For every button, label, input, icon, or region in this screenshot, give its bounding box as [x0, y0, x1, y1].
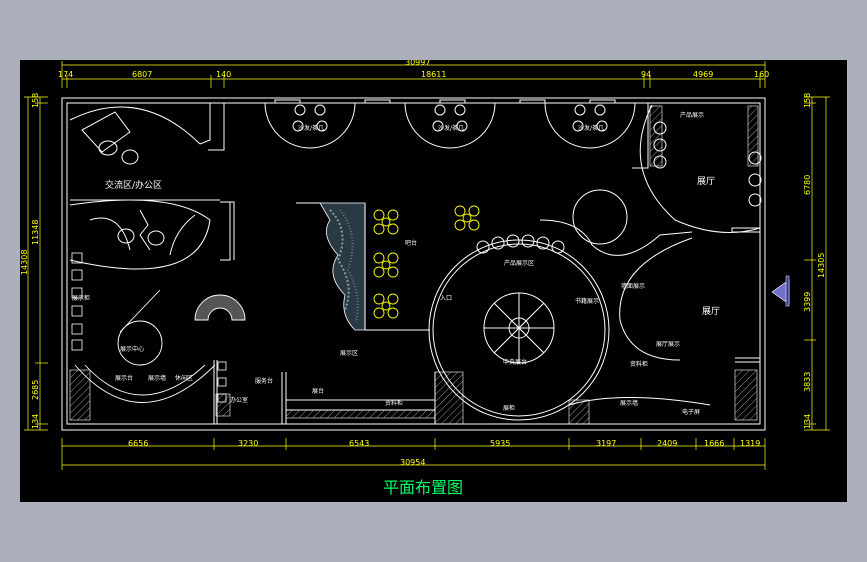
outer-walls — [61, 97, 766, 431]
label-bar: 吧台 — [405, 239, 417, 247]
dim-bottom-3: 6543 — [349, 439, 369, 448]
label-lower-mid: 服务台 — [255, 377, 273, 385]
dim-left-2: 11348 — [31, 220, 40, 245]
label-left-column: 展示柜 — [72, 294, 90, 302]
label-lower-right-2: 电子屏 — [682, 408, 700, 416]
dim-bottom-total: 30954 — [400, 458, 425, 467]
label-entrance: 入口 — [440, 295, 452, 302]
dim-right-4: 3833 — [803, 372, 812, 392]
dim-left-4: 134 — [31, 414, 40, 429]
label-lower-left-3: 休闲区 — [175, 374, 193, 382]
label-sofa-1: 沙发/茶几 — [298, 124, 324, 132]
label-right-hall-display: 展厅展示 — [656, 341, 680, 348]
right-area — [539, 104, 762, 406]
label-meeting-office: 交流区/办公区 — [105, 179, 162, 191]
dim-right-3: 3399 — [803, 292, 812, 312]
label-book-display: 书籍展示 — [575, 297, 599, 305]
dim-bottom-2: 3230 — [238, 439, 258, 448]
label-lower-left-2: 展示墙 — [148, 374, 166, 382]
bottom-dimension-lines — [61, 438, 766, 470]
label-wall-display: 墙面展示 — [621, 282, 645, 290]
dim-top-total: 30997 — [405, 60, 430, 67]
label-bottom-cabinet: 展柜 — [503, 404, 515, 412]
left-cabinets — [71, 252, 83, 351]
dim-top-5: 94 — [641, 70, 651, 79]
dim-left-1: 158 — [31, 93, 40, 108]
dim-top-6: 4969 — [693, 70, 713, 79]
dim-right-5: 134 — [803, 414, 812, 429]
lower-left-area — [74, 289, 246, 403]
label-lower-right-1: 展示墙 — [620, 399, 638, 407]
sofa-groups — [264, 102, 636, 149]
dim-bottom-8: 1319 — [740, 439, 760, 448]
label-feature-left: 展示区 — [340, 350, 358, 357]
dim-top-1: 174 — [58, 70, 73, 79]
dim-left-total: 14308 — [20, 250, 29, 275]
dim-right-1: 158 — [803, 93, 812, 108]
office-area — [69, 106, 220, 270]
yellow-chairs — [373, 205, 480, 319]
dim-top-2: 6807 — [132, 70, 152, 79]
label-hall-right: 展厅 — [702, 306, 720, 317]
dim-top-4: 18611 — [421, 70, 446, 79]
right-dimension-lines — [804, 96, 830, 431]
label-hall-right-top: 展厅 — [697, 176, 715, 187]
label-circle-stage: 中央展台 — [503, 358, 527, 366]
dim-bottom-5: 3197 — [596, 439, 616, 448]
dim-bottom-7: 1666 — [704, 439, 724, 448]
dim-top-7: 160 — [754, 70, 769, 79]
label-storage-1: 资料柜 — [385, 399, 403, 407]
left-dimension-lines — [24, 96, 48, 431]
planting-bed — [319, 202, 366, 331]
dim-bottom-6: 2409 — [657, 439, 677, 448]
label-counter: 展台 — [312, 387, 324, 395]
central-circle — [428, 234, 610, 421]
floor-plan: 30997 174 6807 140 18611 94 4969 160 665… — [20, 58, 830, 497]
small-boxes — [217, 361, 227, 403]
label-storage-2: 资料柜 — [630, 360, 648, 368]
dim-bottom-4: 5935 — [490, 439, 510, 448]
dim-bottom-1: 6656 — [128, 439, 148, 448]
dim-top-3: 140 — [216, 70, 231, 79]
label-sofa-2: 沙发/茶几 — [438, 124, 464, 132]
label-sofa-3: 沙发/茶几 — [578, 124, 604, 132]
hatched-columns — [69, 105, 759, 425]
dim-right-total: 14305 — [817, 253, 826, 278]
label-feature-area: 产品展示区 — [504, 259, 534, 267]
label-exhibit-center: 展示中心 — [120, 345, 144, 353]
dim-left-3: 2685 — [31, 380, 40, 400]
partitions — [199, 103, 760, 424]
dim-right-2: 6780 — [803, 175, 812, 195]
label-product-display: 产品展示 — [680, 111, 704, 119]
entrance-arrow-icon — [771, 275, 790, 307]
label-staff: 办公室 — [230, 396, 248, 404]
bed-wall — [296, 202, 430, 331]
drawing-canvas: 30997 174 6807 140 18611 94 4969 160 665… — [20, 58, 847, 502]
top-dimension-lines — [61, 61, 766, 88]
drawing-title: 平面布置图 — [383, 478, 463, 497]
label-lower-left-1: 展示台 — [115, 374, 133, 382]
